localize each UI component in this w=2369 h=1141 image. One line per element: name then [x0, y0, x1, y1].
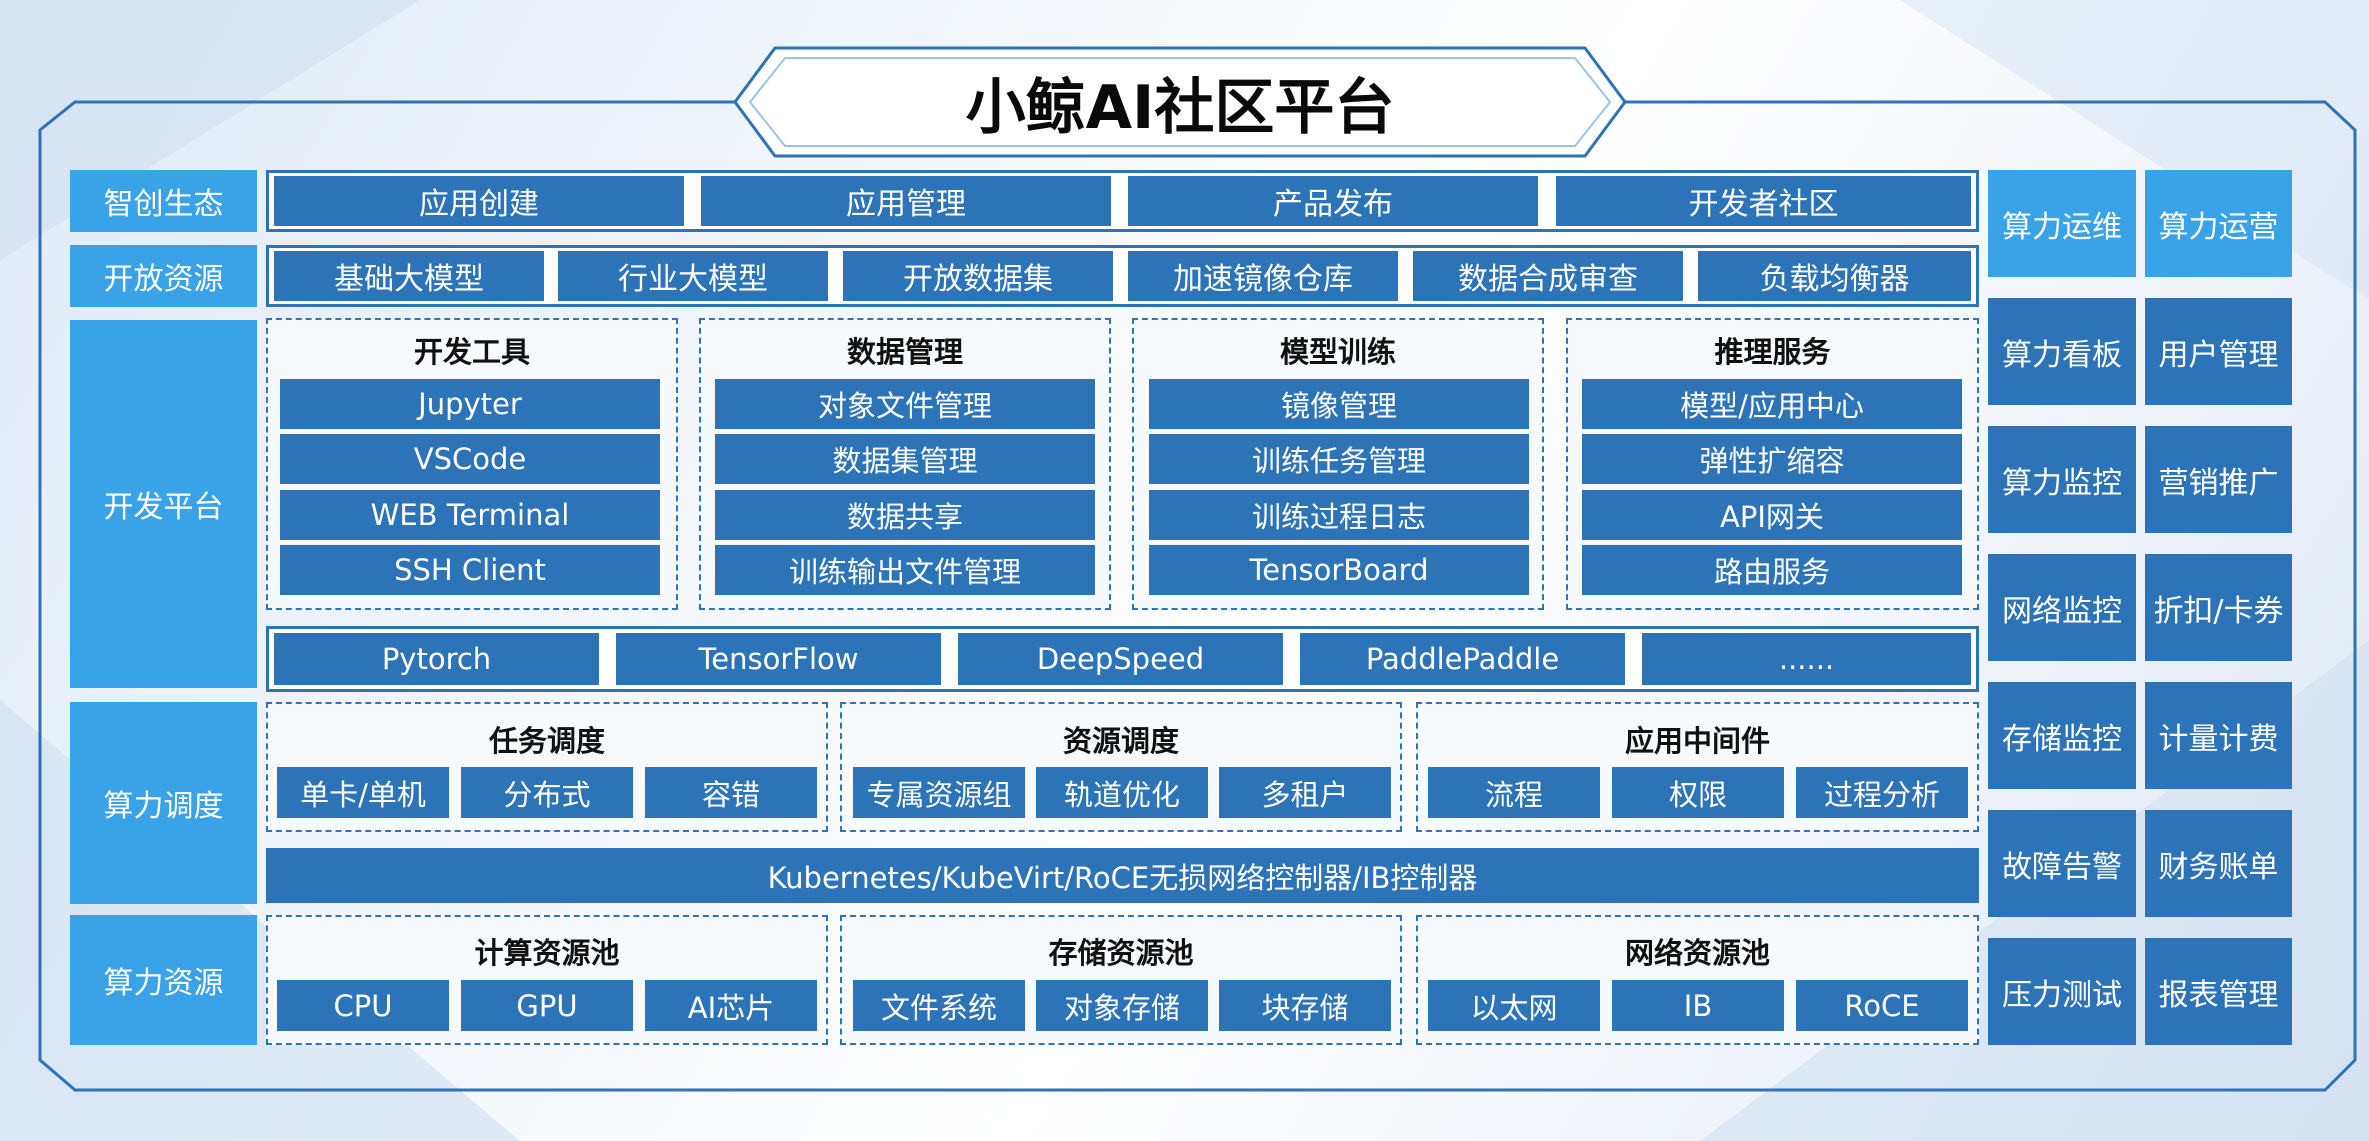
training-item[interactable]: TensorBoard [1149, 545, 1529, 595]
open-resource-item[interactable]: 行业大模型 [558, 251, 828, 301]
side-right-item[interactable]: 营销推广 [2145, 426, 2292, 533]
open-resource-item[interactable]: 加速镜像仓库 [1128, 251, 1398, 301]
network-pool-item[interactable]: RoCE [1796, 980, 1968, 1031]
data-mgmt-item[interactable]: 训练输出文件管理 [715, 545, 1095, 595]
row-label-resources: 算力资源 [70, 915, 257, 1045]
side-left-item[interactable]: 压力测试 [1988, 938, 2136, 1045]
open-resource-item[interactable]: 开放数据集 [843, 251, 1113, 301]
task-sched-item[interactable]: 分布式 [461, 767, 633, 818]
task-sched-item[interactable]: 容错 [645, 767, 817, 818]
inference-item[interactable]: 弹性扩缩容 [1582, 434, 1962, 484]
training-item[interactable]: 镜像管理 [1149, 379, 1529, 429]
storage-pool-item[interactable]: 块存储 [1219, 980, 1391, 1031]
resource-group-title: 存储资源池 [1048, 936, 1194, 970]
row-label-dev-platform: 开发平台 [70, 320, 257, 688]
open-resource-item[interactable]: 数据合成审查 [1413, 251, 1683, 301]
resource-sched-item[interactable]: 多租户 [1219, 767, 1391, 818]
open-resource-item[interactable]: 负载均衡器 [1698, 251, 1971, 301]
sched-group-title: 任务调度 [488, 724, 605, 758]
data-mgmt-item[interactable]: 对象文件管理 [715, 379, 1095, 429]
side-left-item[interactable]: 网络监控 [1988, 554, 2136, 661]
storage-pool-item[interactable]: 文件系统 [853, 980, 1025, 1031]
inference-item[interactable]: 模型/应用中心 [1582, 379, 1962, 429]
dev-group-title: 推理服务 [1714, 335, 1831, 369]
middleware-item[interactable]: 流程 [1428, 767, 1600, 818]
dev-group-title: 开发工具 [413, 335, 530, 369]
row-label-ecosystem: 智创生态 [70, 170, 257, 232]
dev-tool-item[interactable]: WEB Terminal [280, 490, 660, 540]
framework-item[interactable]: TensorFlow [616, 633, 941, 685]
inference-item[interactable]: API网关 [1582, 490, 1962, 540]
inference-item[interactable]: 路由服务 [1582, 545, 1962, 595]
side-right-item[interactable]: 计量计费 [2145, 682, 2292, 789]
open-resource-item[interactable]: 基础大模型 [274, 251, 544, 301]
training-item[interactable]: 训练过程日志 [1149, 490, 1529, 540]
middleware-item[interactable]: 过程分析 [1796, 767, 1968, 818]
resource-sched-item[interactable]: 轨道优化 [1036, 767, 1208, 818]
framework-item[interactable]: PaddlePaddle [1300, 633, 1625, 685]
side-right-item[interactable]: 报表管理 [2145, 938, 2292, 1045]
ecosystem-item[interactable]: 产品发布 [1128, 176, 1538, 226]
page-title: 小鲸AI社区平台 [965, 72, 1395, 143]
compute-pool-item[interactable]: CPU [277, 980, 449, 1031]
side-left-item[interactable]: 故障告警 [1988, 810, 2136, 917]
ecosystem-item[interactable]: 开发者社区 [1556, 176, 1971, 226]
side-right-item[interactable]: 财务账单 [2145, 810, 2292, 917]
dev-tool-item[interactable]: VSCode [280, 434, 660, 484]
side-ops-button[interactable]: 算力运维 [1988, 170, 2136, 277]
resource-group-title: 计算资源池 [474, 936, 620, 970]
training-item[interactable]: 训练任务管理 [1149, 434, 1529, 484]
dev-tool-item[interactable]: SSH Client [280, 545, 660, 595]
resource-group-title: 网络资源池 [1624, 936, 1770, 970]
ecosystem-item[interactable]: 应用管理 [701, 176, 1111, 226]
compute-pool-item[interactable]: AI芯片 [645, 980, 817, 1031]
framework-item[interactable]: ...... [1642, 633, 1971, 685]
open-resources-row [266, 245, 1979, 307]
data-mgmt-item[interactable]: 数据共享 [715, 490, 1095, 540]
side-right-item[interactable]: 用户管理 [2145, 298, 2292, 405]
side-left-item[interactable]: 算力监控 [1988, 426, 2136, 533]
network-pool-item[interactable]: 以太网 [1428, 980, 1600, 1031]
side-left-item[interactable]: 存储监控 [1988, 682, 2136, 789]
compute-pool-item[interactable]: GPU [461, 980, 633, 1031]
side-left-item[interactable]: 算力看板 [1988, 298, 2136, 405]
row-label-open-resources: 开放资源 [70, 245, 257, 307]
framework-item[interactable]: Pytorch [274, 633, 599, 685]
sched-group-title: 资源调度 [1062, 724, 1179, 758]
dev-tool-item[interactable]: Jupyter [280, 379, 660, 429]
framework-item[interactable]: DeepSpeed [958, 633, 1283, 685]
storage-pool-item[interactable]: 对象存储 [1036, 980, 1208, 1031]
task-sched-item[interactable]: 单卡/单机 [277, 767, 449, 818]
side-operation-button[interactable]: 算力运营 [2145, 170, 2292, 277]
row-label-scheduling: 算力调度 [70, 702, 257, 904]
data-mgmt-item[interactable]: 数据集管理 [715, 434, 1095, 484]
resource-sched-item[interactable]: 专属资源组 [853, 767, 1025, 818]
sched-group-title: 应用中间件 [1624, 724, 1770, 758]
middleware-item[interactable]: 权限 [1612, 767, 1784, 818]
network-pool-item[interactable]: IB [1612, 980, 1784, 1031]
controller-bar[interactable]: Kubernetes/KubeVirt/RoCE无损网络控制器/IB控制器 [266, 848, 1979, 903]
dev-group-title: 模型训练 [1279, 335, 1396, 369]
dev-group-title: 数据管理 [846, 335, 963, 369]
ecosystem-item[interactable]: 应用创建 [274, 176, 684, 226]
side-right-item[interactable]: 折扣/卡券 [2145, 554, 2292, 661]
